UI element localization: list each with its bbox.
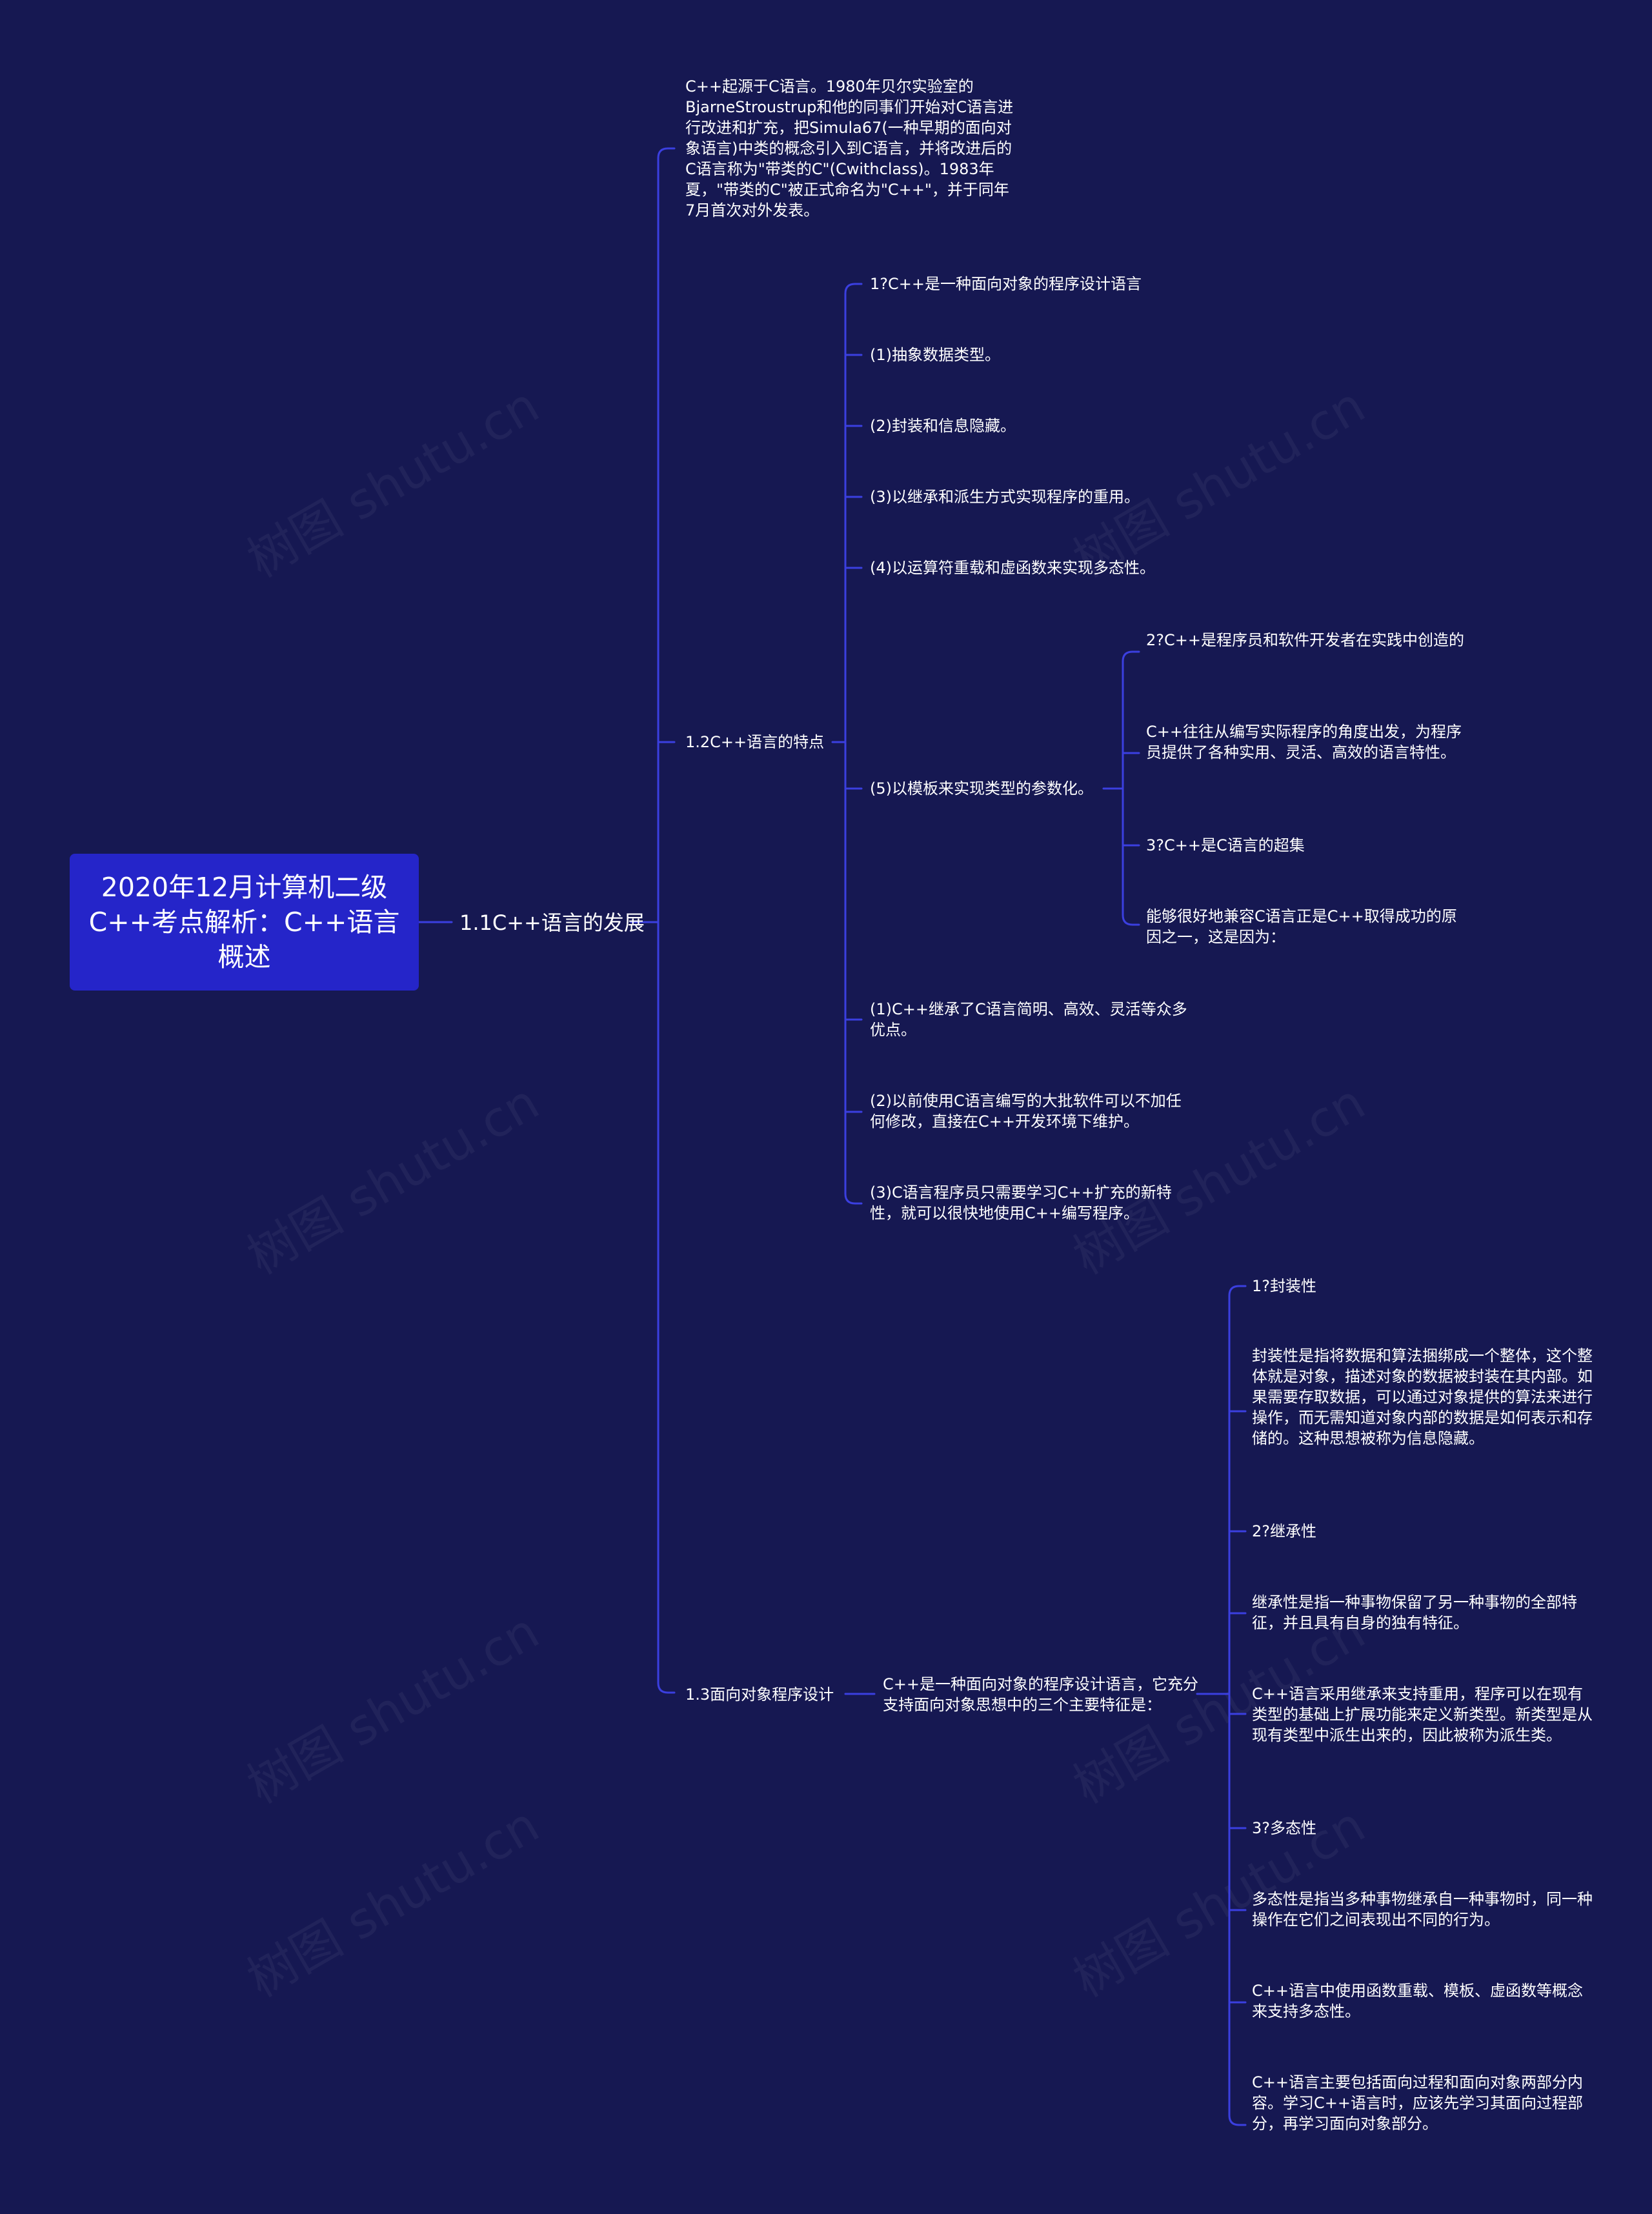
connector-features-spine	[844, 283, 863, 1205]
oop-intro-node[interactable]: C++是一种面向对象的程序设计语言，它充分支持面向对象思想中的三个主要特征是：	[883, 1675, 1198, 1714]
connector-oop-spine	[1228, 1285, 1247, 2126]
template-child[interactable]: 2?C++是程序员和软件开发者在实践中创造的	[1146, 631, 1464, 649]
template-child[interactable]: C++往往从编写实际程序的角度出发，为程序员提供了各种实用、灵活、高效的语言特性…	[1146, 723, 1462, 761]
connector-oop-ticks	[1228, 1410, 1247, 2004]
oop-item[interactable]: C++语言主要包括面向过程和面向对象两部分内容。学习C++语言时，应该先学习其面…	[1252, 2073, 1583, 2133]
oop-item[interactable]: 多态性是指当多种事物继承自一种事物时，同一种操作在它们之间表现出不同的行为。	[1252, 1890, 1593, 1929]
connector-trunk	[657, 147, 676, 1694]
oop-topic[interactable]: 1.3面向对象程序设计	[685, 1686, 834, 1704]
root-topic-label: 2020年12月计算机二级C++考点解析：C++语言概述	[88, 872, 400, 972]
root-topic[interactable]: 2020年12月计算机二级C++考点解析：C++语言概述	[70, 854, 419, 991]
features-topic[interactable]: 1.2C++语言的特点	[685, 733, 825, 751]
oop-item[interactable]: 封装性是指将数据和算法捆绑成一个整体，这个整体就是对象，描述对象的数据被封装在其…	[1252, 1347, 1593, 1447]
section-topic[interactable]: 1.1C++语言的发展	[459, 911, 645, 935]
oop-item[interactable]: 1?封装性	[1252, 1277, 1317, 1295]
oop-item[interactable]: C++语言中使用函数重载、模板、虚函数等概念来支持多态性。	[1252, 1982, 1583, 2020]
template-child[interactable]: 3?C++是C语言的超集	[1146, 836, 1305, 854]
feature-item[interactable]: (1)抽象数据类型。	[870, 346, 1000, 364]
feature-item[interactable]: (5)以模板来实现类型的参数化。	[870, 780, 1093, 798]
oop-item[interactable]: C++语言采用继承来支持重用，程序可以在现有类型的基础上扩展功能来定义新类型。新…	[1252, 1685, 1593, 1744]
feature-item[interactable]: (1)C++继承了C语言简明、高效、灵活等众多优点。	[870, 1000, 1187, 1039]
feature-item[interactable]: (4)以运算符重载和虚函数来实现多态性。	[870, 559, 1155, 577]
feature-item[interactable]: (3)以继承和派生方式实现程序的重用。	[870, 488, 1140, 506]
oop-item[interactable]: 3?多态性	[1252, 1819, 1317, 1837]
connector-template-spine	[1122, 650, 1140, 926]
history-node[interactable]: C++起源于C语言。1980年贝尔实验室的BjarneStroustrup和他的…	[685, 77, 1014, 219]
feature-item[interactable]: (2)封装和信息隐藏。	[870, 417, 1016, 435]
feature-item[interactable]: (2)以前使用C语言编写的大批软件可以不加任何修改，直接在C++开发环境下维护。	[870, 1092, 1182, 1131]
oop-item[interactable]: 2?继承性	[1252, 1522, 1317, 1540]
oop-item[interactable]: 继承性是指一种事物保留了另一种事物的全部特征，并且具有自身的独有特征。	[1252, 1593, 1577, 1632]
template-child[interactable]: 能够很好地兼容C语言正是C++取得成功的原因之一，这是因为：	[1146, 907, 1457, 946]
feature-item[interactable]: 1?C++是一种面向对象的程序设计语言	[870, 275, 1142, 293]
feature-item[interactable]: (3)C语言程序员只需要学习C++扩充的新特性，就可以很快地使用C++编写程序。	[870, 1183, 1172, 1222]
connector-features-ticks	[844, 354, 863, 1113]
